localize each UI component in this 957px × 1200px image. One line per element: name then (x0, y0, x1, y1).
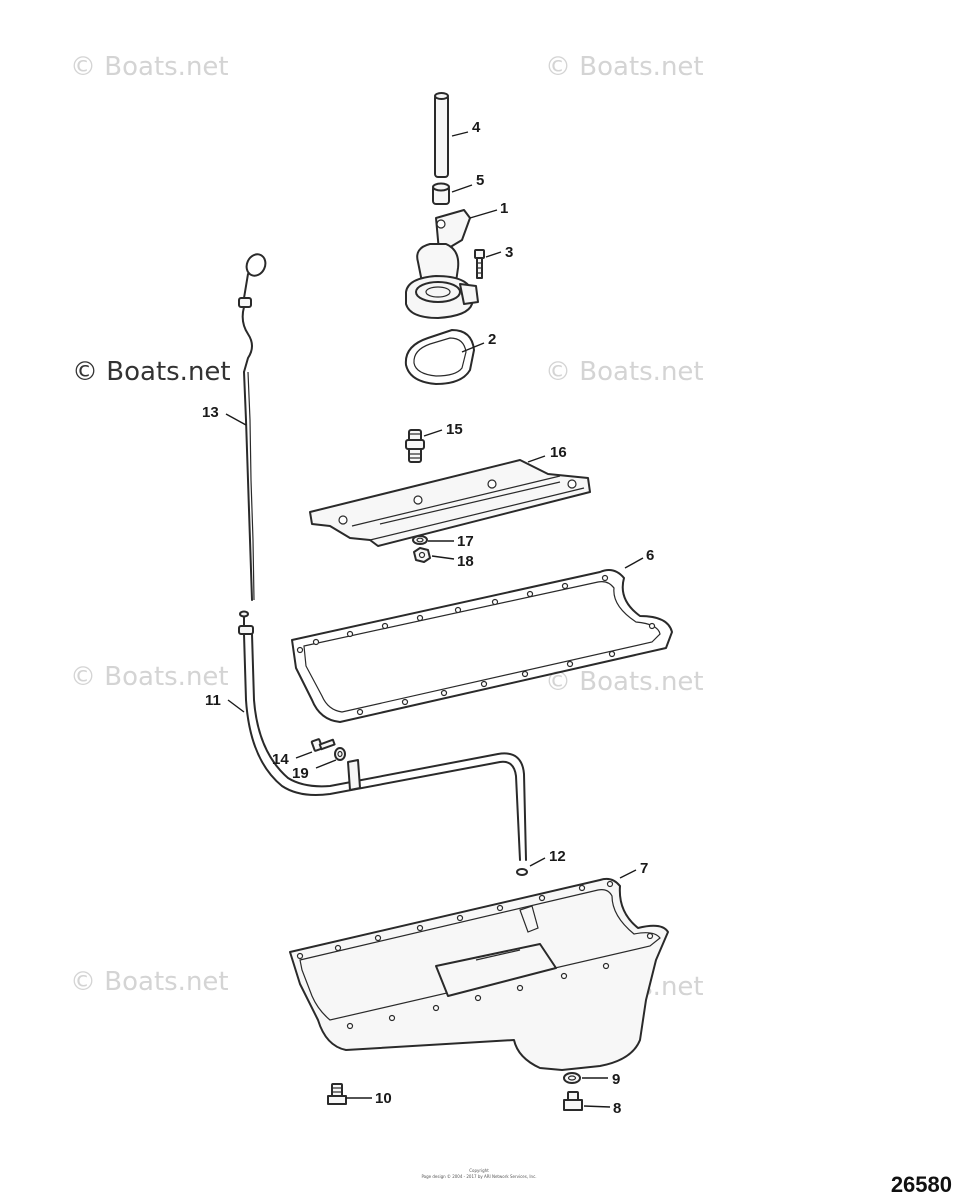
part-16-windage-tray[interactable] (309, 459, 591, 547)
pan-bolt-holes (296, 880, 654, 1030)
callout-17[interactable]: 17 (457, 533, 474, 550)
part-2-pump-gasket[interactable] (404, 329, 475, 385)
part-5-bushing[interactable] (432, 182, 450, 205)
part-11-dipstick-tube[interactable] (238, 610, 527, 861)
leader-lines (225, 131, 644, 1108)
part-3-bolt[interactable] (474, 249, 485, 279)
watermark-middle-right: © Boats.net (545, 357, 704, 387)
callout-19[interactable]: 19 (292, 765, 309, 782)
callout-13[interactable]: 13 (202, 404, 219, 421)
callout-18[interactable]: 18 (457, 553, 474, 570)
callout-3[interactable]: 3 (505, 244, 513, 261)
part-8-drain-plug[interactable] (563, 1091, 583, 1111)
callout-5[interactable]: 5 (476, 172, 484, 189)
part-9-drain-gasket[interactable] (563, 1072, 581, 1084)
callout-15[interactable]: 15 (446, 421, 463, 438)
part-13-dipstick[interactable] (238, 251, 269, 601)
callout-7[interactable]: 7 (640, 860, 648, 877)
copyright-line: Page design © 2004 - 2017 by ARI Network… (421, 1174, 536, 1179)
part-12-o-ring[interactable] (516, 868, 528, 876)
watermark-top-right: © Boats.net (545, 52, 704, 82)
callout-labels: 4 5 1 3 2 13 15 16 17 18 6 11 14 19 12 7… (202, 119, 654, 1117)
part-7-oil-pan[interactable] (289, 877, 669, 1071)
watermark-lower-left: © Boats.net (70, 662, 229, 692)
callout-14[interactable]: 14 (272, 751, 289, 768)
watermark-middle-left: © Boats.net (72, 357, 231, 387)
part-4-pickup-tube[interactable] (434, 92, 449, 178)
diagram-id: 26580 (891, 1172, 952, 1197)
watermark-lower-right: © Boats.net (545, 667, 704, 697)
callout-8[interactable]: 8 (613, 1100, 621, 1117)
callout-16[interactable]: 16 (550, 444, 567, 461)
callout-4[interactable]: 4 (472, 119, 481, 136)
part-19-washer[interactable] (334, 747, 346, 761)
callout-2[interactable]: 2 (488, 331, 496, 348)
callout-1[interactable]: 1 (500, 200, 508, 217)
part-14-bolt[interactable] (310, 738, 336, 752)
watermark-top-left: © Boats.net (70, 52, 229, 82)
part-17-washer[interactable] (412, 535, 428, 545)
gasket-bolt-holes (296, 574, 656, 716)
callout-10[interactable]: 10 (375, 1090, 392, 1107)
callout-9[interactable]: 9 (612, 1071, 620, 1088)
callout-12[interactable]: 12 (549, 848, 566, 865)
part-10-drain-plug[interactable] (327, 1083, 347, 1105)
part-18-nut[interactable] (413, 547, 431, 563)
watermark-bottom-left: © Boats.net (70, 967, 229, 997)
part-1-oil-pump[interactable] (405, 209, 479, 319)
part-6-oil-pan-gasket[interactable] (291, 569, 673, 723)
part-15-stud[interactable] (405, 429, 425, 463)
callout-11[interactable]: 11 (205, 692, 221, 709)
callout-6[interactable]: 6 (646, 547, 654, 564)
copyright-caption: Copyright (469, 1168, 489, 1173)
